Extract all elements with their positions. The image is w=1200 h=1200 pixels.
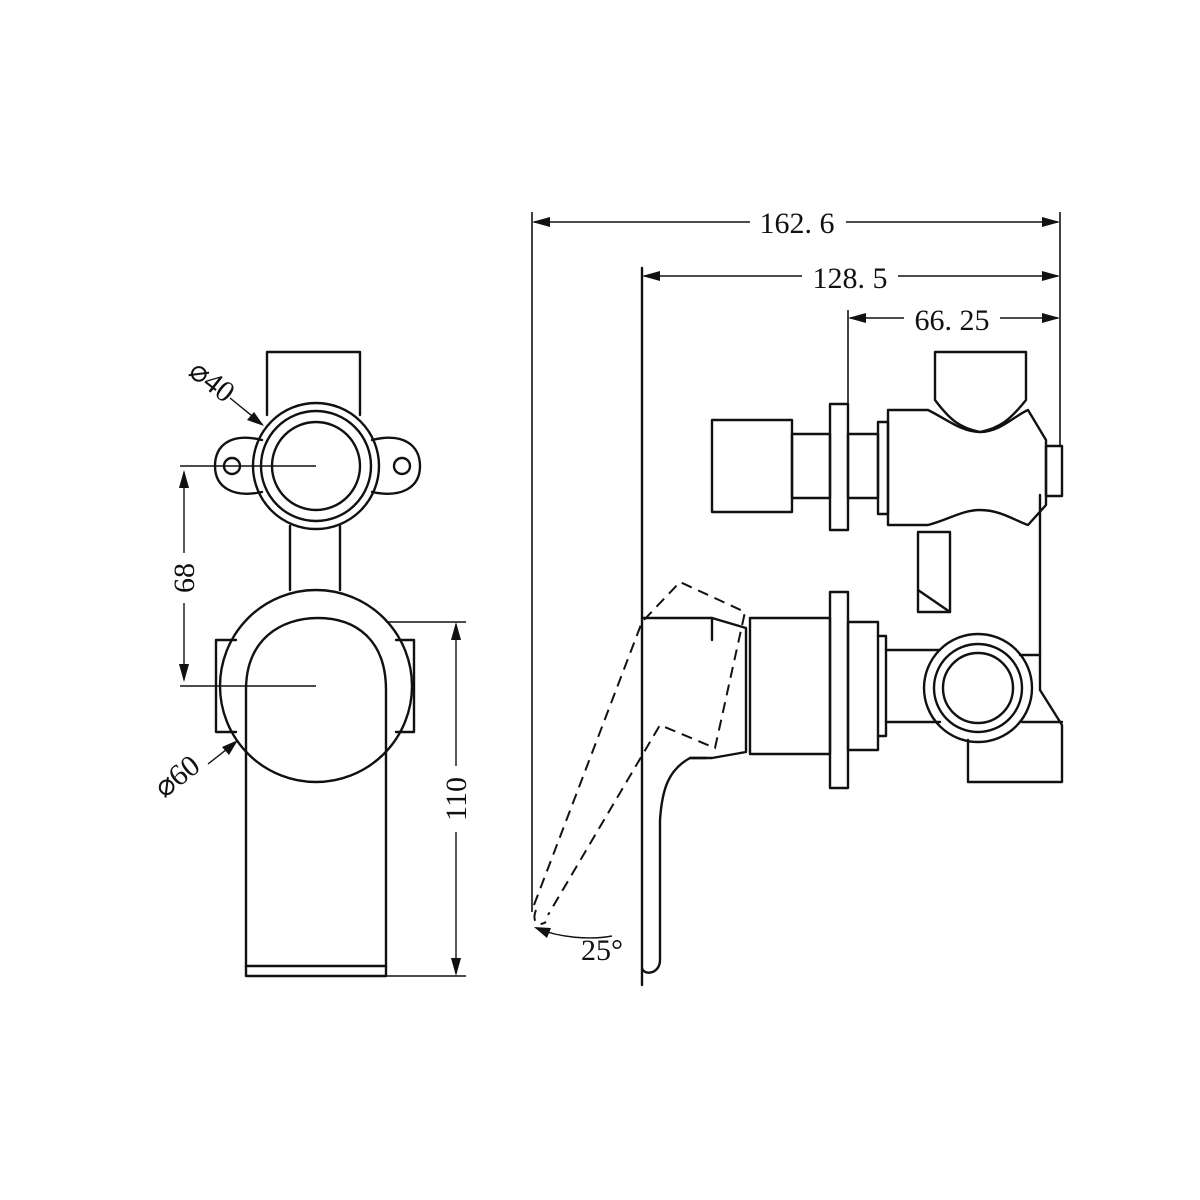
rear-cap [1044,444,1064,498]
front-dimensions: 68 110 ⌀40 ⌀60 [148,354,473,976]
trim-diameter-label: ⌀60 [148,749,206,805]
centers-dimension-label: 68 [168,563,201,593]
body-depth-label: 66. 25 [915,304,990,337]
front-view [180,350,466,978]
lever-angle-label: 25° [581,934,623,967]
overall-depth-label: 162. 6 [760,207,835,240]
lower-flange [828,590,850,790]
cartridge-housing [748,616,832,756]
plate-depth-label: 128. 5 [813,262,888,295]
height-dimension-label: 110 [440,777,473,821]
lever-front [244,616,388,978]
outlet-diameter-label: ⌀40 [183,354,241,410]
lower-port-inner [941,651,1015,725]
diverter-button [710,418,794,514]
side-dimensions: 162. 6 128. 5 66. 25 25° [531,204,1061,967]
lever-side [640,616,748,974]
right-mounting-lug [370,436,422,495]
side-view [533,266,1064,987]
lower-port-outer [922,632,1034,744]
diverter-body [886,408,1048,527]
right-screw-hole [392,456,412,476]
upper-flange [828,402,850,532]
